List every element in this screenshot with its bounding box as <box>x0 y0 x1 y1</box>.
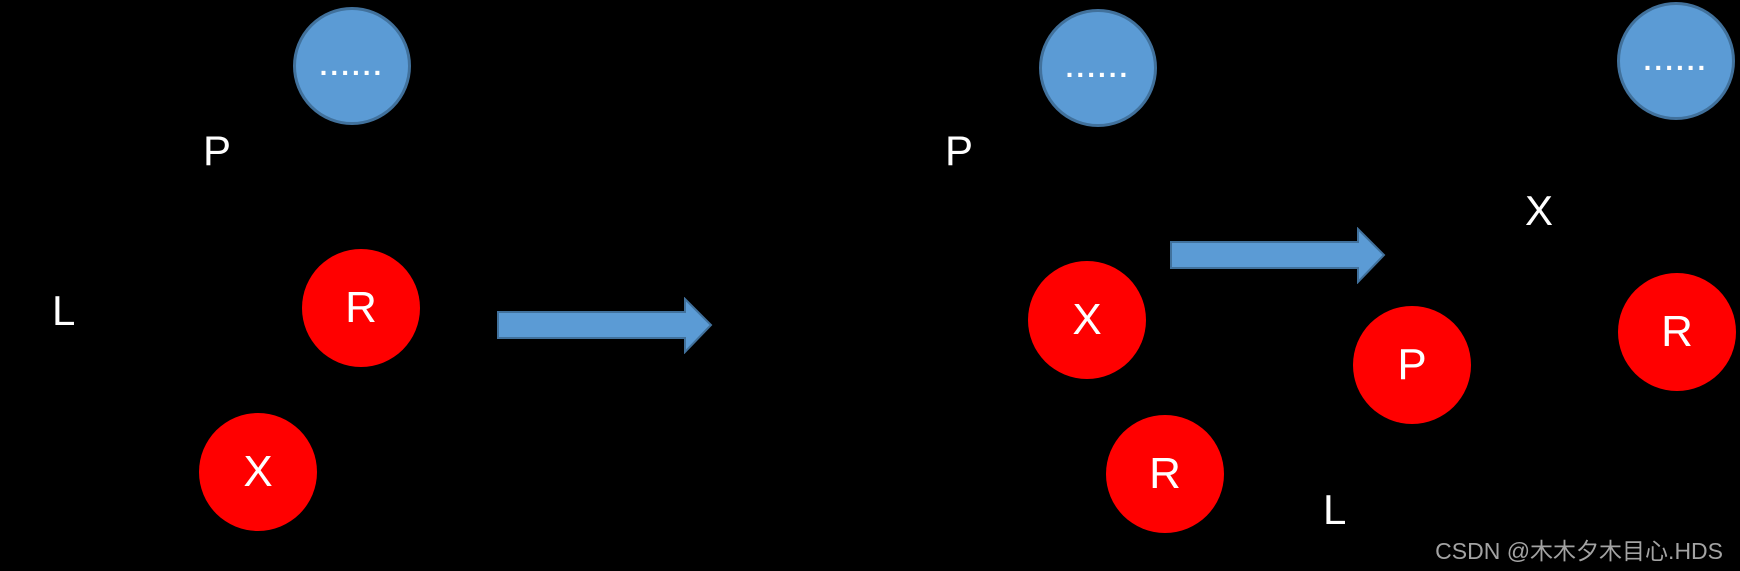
csdn-watermark: CSDN @木木夕木目心.HDS <box>1435 538 1723 564</box>
node-p-label: P <box>1397 340 1427 389</box>
tree2-node-x: X <box>1028 261 1146 379</box>
tree3-label-x: X <box>1525 187 1554 234</box>
tree2-label-p: P <box>945 127 974 174</box>
transform-arrow-2-icon <box>1170 227 1386 284</box>
tree1-label-l: L <box>52 287 76 334</box>
node-x-label: X <box>243 447 273 496</box>
transform-arrow-1-icon <box>497 297 713 354</box>
node-r-label: R <box>345 283 377 332</box>
node-r-label: R <box>1661 307 1693 356</box>
tree3-ancestor-node: ...... <box>1617 2 1735 120</box>
node-x-label: X <box>1072 295 1102 344</box>
node-r-label: R <box>1149 449 1181 498</box>
tree2-label-l: L <box>1323 486 1347 533</box>
tree3-node-p: P <box>1353 306 1471 424</box>
tree1-node-x: X <box>199 413 317 531</box>
tree1-ancestor-node: ...... <box>293 7 411 125</box>
tree1-label-p: P <box>203 127 232 174</box>
tree2-node-r: R <box>1106 415 1224 533</box>
tree2-ancestor-node: ...... <box>1039 9 1157 127</box>
tree3-node-r: R <box>1618 273 1736 391</box>
tree1-node-r: R <box>302 249 420 367</box>
